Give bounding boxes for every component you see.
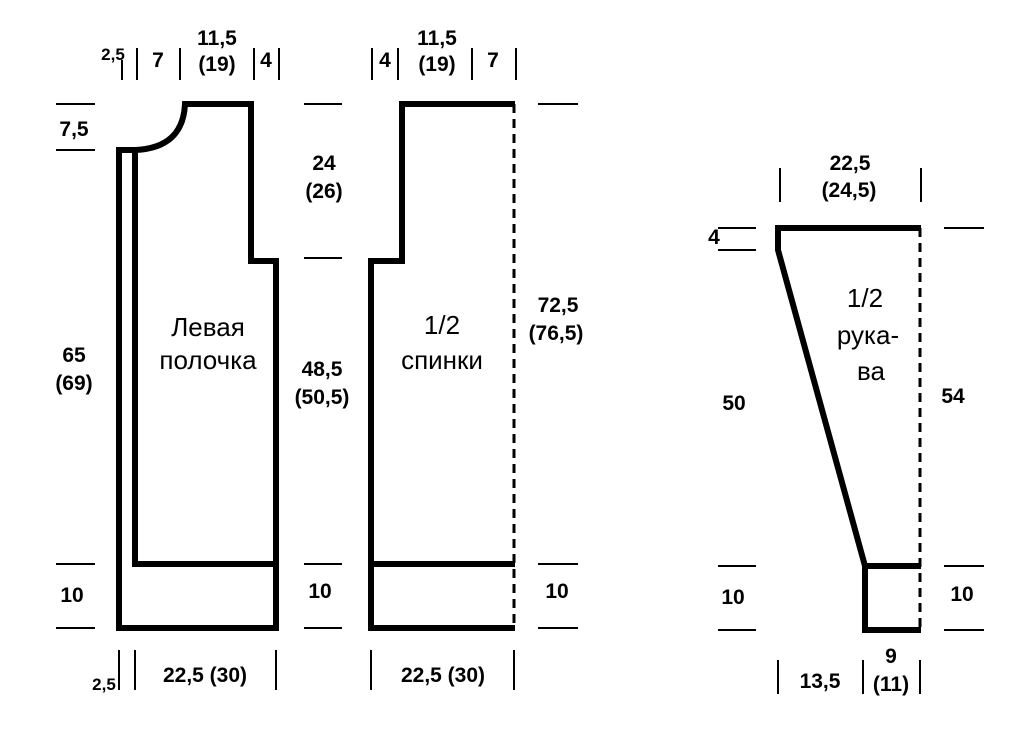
sleeve-outline bbox=[775, 225, 921, 633]
dim-front-bottom-placket: 2,5 bbox=[92, 675, 116, 694]
dim-back-top-shoulder-2: (19) bbox=[418, 53, 455, 76]
front-outline bbox=[116, 101, 279, 631]
dim-sleeve-bottom-left: 13,5 bbox=[800, 670, 841, 693]
back-outline bbox=[368, 101, 515, 631]
sleeve-left-dimensions: 4 50 10 bbox=[708, 226, 756, 631]
dim-back-height-1: 72,5 bbox=[538, 294, 579, 317]
left-front-piece: Левая полочка bbox=[116, 101, 279, 631]
sleeve-bottom-dimensions: 13,5 9 (11) bbox=[777, 645, 921, 696]
half-back-piece: 1/2 спинки bbox=[368, 101, 516, 631]
dim-sleeve-top-width-1: 22,5 bbox=[830, 152, 871, 175]
dim-front-top-neck: 7 bbox=[152, 49, 164, 72]
back-right-dimensions: 72,5 (76,5) 10 bbox=[529, 103, 584, 629]
back-name-line2: спинки bbox=[401, 345, 483, 375]
dim-armhole-1: 24 bbox=[312, 152, 336, 175]
dim-back-height-2: (76,5) bbox=[529, 322, 584, 345]
middle-dimensions: 24 (26) 48,5 (50,5) 10 bbox=[295, 103, 350, 629]
dim-back-top-edge: 4 bbox=[379, 49, 391, 72]
dim-side-1: 48,5 bbox=[302, 358, 343, 381]
dim-front-rib: 10 bbox=[60, 584, 83, 607]
sleeve-right-dimensions: 54 10 bbox=[941, 227, 984, 631]
dim-sleeve-rib-right: 10 bbox=[950, 583, 973, 606]
back-top-dimensions: 4 11,5 (19) 7 bbox=[371, 27, 517, 80]
dim-sleeve-top-width-2: (24,5) bbox=[822, 179, 877, 202]
dim-back-top-neck: 7 bbox=[487, 49, 499, 72]
dim-sleeve-bottom-right-2: (11) bbox=[873, 673, 909, 696]
dim-sleeve-rib-left: 10 bbox=[721, 586, 744, 609]
sleeve-name-line1: 1/2 bbox=[847, 283, 883, 313]
dim-front-bottom-width: 22,5 (30) bbox=[163, 664, 247, 687]
dim-armhole-2: (26) bbox=[305, 180, 342, 203]
dim-front-top-edge: 4 bbox=[260, 49, 272, 72]
dim-sleeve-total-height: 54 bbox=[941, 385, 965, 408]
dim-side-2: (50,5) bbox=[295, 386, 350, 409]
front-name-line1: Левая bbox=[171, 312, 245, 342]
half-sleeve-piece: 1/2 рука- ва bbox=[775, 225, 922, 633]
sleeve-name-line3: ва bbox=[857, 356, 886, 386]
dim-front-top-shoulder-1: 11,5 bbox=[197, 27, 237, 50]
dim-middle-rib: 10 bbox=[308, 580, 331, 603]
dim-front-height-1: 65 bbox=[62, 344, 86, 367]
back-name-line1: 1/2 bbox=[424, 310, 460, 340]
dim-back-rib: 10 bbox=[545, 580, 568, 603]
dim-back-top-shoulder-1: 11,5 bbox=[417, 27, 457, 50]
sleeve-top-dimensions: 22,5 (24,5) bbox=[779, 152, 922, 202]
dim-back-bottom-width: 22,5 (30) bbox=[401, 664, 485, 687]
front-bottom-dimensions: 2,5 22,5 (30) bbox=[92, 650, 277, 694]
dim-front-height-2: (69) bbox=[55, 372, 92, 395]
front-top-dimensions: 2,5 7 11,5 (19) 4 bbox=[101, 27, 280, 80]
dim-sleeve-cap: 4 bbox=[708, 226, 720, 249]
back-bottom-dimensions: 22,5 (30) bbox=[370, 650, 515, 690]
dim-front-top-placket: 2,5 bbox=[101, 45, 125, 64]
sleeve-name-line2: рука- bbox=[837, 320, 899, 350]
dim-front-top-shoulder-2: (19) bbox=[198, 53, 235, 76]
dim-sleeve-slope-height: 50 bbox=[722, 392, 745, 415]
dim-front-neck-depth: 7,5 bbox=[59, 118, 89, 141]
dim-sleeve-bottom-right-1: 9 bbox=[885, 645, 897, 668]
front-left-dimensions: 7,5 65 (69) 10 bbox=[55, 103, 95, 629]
front-name-line2: полочка bbox=[159, 345, 257, 375]
